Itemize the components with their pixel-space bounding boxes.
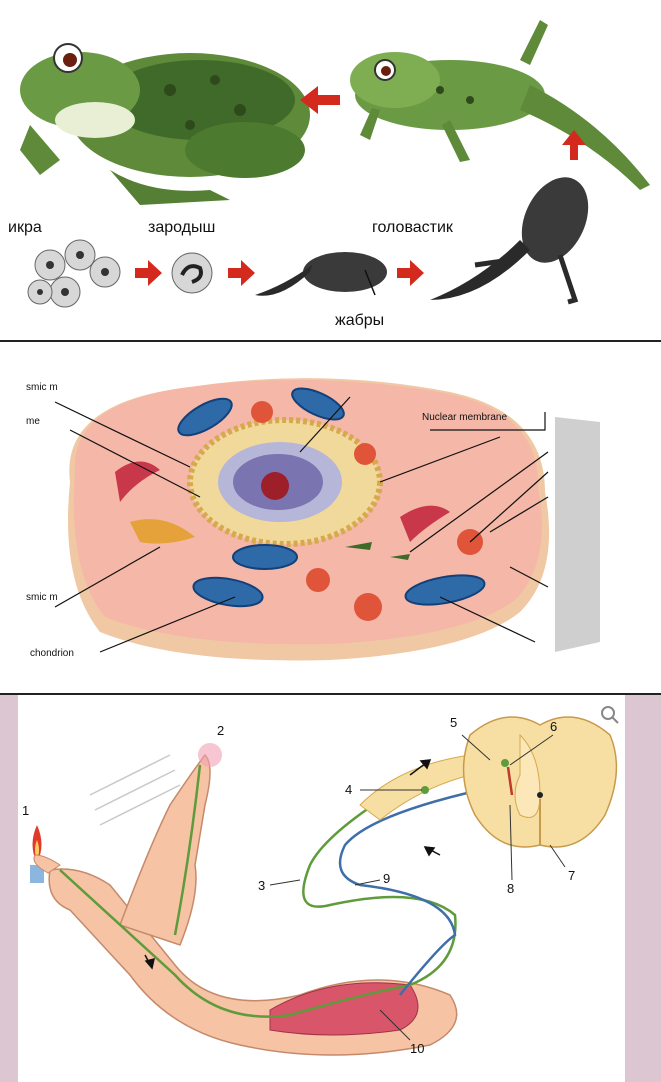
label-rough-er: smic m bbox=[26, 592, 58, 603]
animal-cell-panel: smic m me Nuclear membrane smic m chondr… bbox=[0, 340, 661, 695]
reflex-arc-diagram: 1 2 3 4 5 6 7 8 9 10 bbox=[0, 695, 661, 1082]
label-nuclear-membrane: Nuclear membrane bbox=[422, 412, 507, 423]
froglet bbox=[350, 20, 650, 190]
arrow-left-icon bbox=[300, 86, 340, 114]
label-mitochondrion: chondrion bbox=[30, 648, 74, 659]
label-embryo: зародыш bbox=[148, 219, 215, 236]
label-3: 3 bbox=[258, 878, 265, 893]
spinal-cord bbox=[421, 716, 618, 848]
arrow-right-icon bbox=[228, 260, 255, 286]
adult-frog bbox=[20, 43, 310, 205]
frog-life-cycle-diagram: икра зародыш головастик жабры bbox=[8, 20, 650, 329]
label-membrane-fragment: me bbox=[26, 416, 40, 427]
embryo bbox=[171, 252, 213, 294]
label-6: 6 bbox=[550, 719, 557, 734]
arm bbox=[33, 743, 458, 1056]
zoom-icon[interactable] bbox=[601, 706, 619, 724]
label-4: 4 bbox=[345, 782, 352, 797]
animal-cell-diagram: smic m me Nuclear membrane smic m chondr… bbox=[26, 378, 600, 661]
label-tadpole: головастик bbox=[372, 219, 454, 236]
label-eggs: икра bbox=[8, 219, 42, 236]
sensory-nerve bbox=[59, 758, 491, 1018]
arrow-up-icon bbox=[562, 130, 586, 160]
label-2: 2 bbox=[217, 723, 224, 738]
label-9: 9 bbox=[383, 871, 390, 886]
early-tadpole bbox=[255, 252, 387, 296]
egg-cluster bbox=[27, 239, 121, 308]
frog-life-cycle-panel: икра зародыш головастик жабры bbox=[0, 0, 661, 340]
label-7: 7 bbox=[568, 868, 575, 883]
label-8: 8 bbox=[507, 881, 514, 896]
arrow-right-icon bbox=[397, 260, 424, 286]
arrow-right-icon bbox=[135, 260, 162, 286]
label-10: 10 bbox=[410, 1041, 424, 1056]
mitochondria bbox=[177, 387, 486, 608]
label-5: 5 bbox=[450, 715, 457, 730]
reflex-arc-panel: 1 2 3 4 5 6 7 8 9 10 bbox=[0, 693, 661, 1082]
tadpole-with-legs bbox=[430, 177, 589, 305]
label-1: 1 bbox=[22, 803, 29, 818]
label-gills: жабры bbox=[335, 312, 384, 329]
label-smooth-er: smic m bbox=[26, 382, 58, 393]
